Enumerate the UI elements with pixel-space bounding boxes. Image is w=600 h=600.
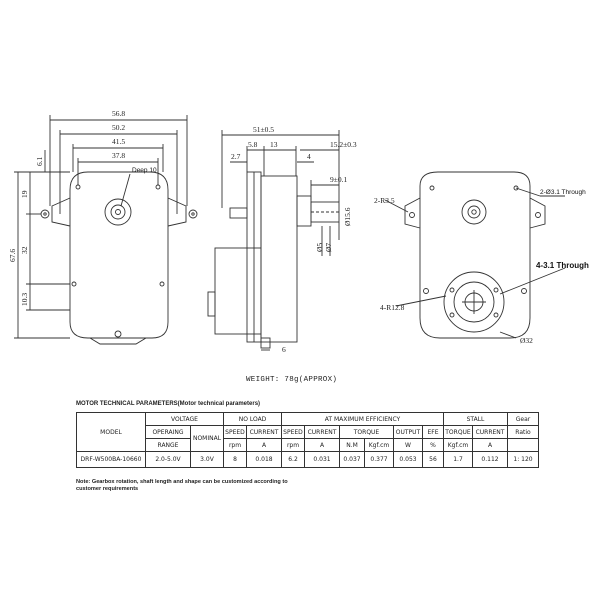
deep-callout: Deep 10 bbox=[132, 167, 157, 174]
weight-label: WEIGHT: 78g(APPROX) bbox=[246, 376, 338, 384]
table-row: DRF-W500BA-10660 2.0-5.0V 3.0V 8 0.018 6… bbox=[76, 451, 539, 468]
dim-d5: Ø5 bbox=[315, 243, 324, 252]
dim-d15-6: Ø15.6 bbox=[343, 207, 352, 226]
st-current-header: CURRENT bbox=[472, 425, 508, 439]
dim-6: 6 bbox=[282, 345, 286, 354]
stall-header: STALL bbox=[443, 412, 508, 426]
note-line-1: Note: Gearbox rotation, shaft length and… bbox=[76, 479, 288, 485]
dim-19: 19 bbox=[20, 190, 29, 198]
dim-15-2: 15.2±0.3 bbox=[330, 140, 357, 149]
dim-32: 32 bbox=[20, 246, 29, 254]
dim-4: 4 bbox=[307, 152, 311, 161]
label-2-d3-1: 2-Ø3.1 Through bbox=[540, 189, 586, 196]
unit-a: A bbox=[472, 438, 508, 452]
cell-st-current: 0.112 bbox=[472, 451, 508, 468]
unit-rpm: rpm bbox=[223, 438, 247, 452]
table-row: MODEL VOLTAGE NO LOAD AT MAXIMUM EFFICIE… bbox=[76, 412, 539, 452]
unit-blank bbox=[507, 438, 539, 452]
me-torque-header: TORQUE bbox=[339, 425, 394, 439]
dim-6-1: 6.1 bbox=[35, 156, 44, 166]
label-4-3-1: 4-3.1 Through bbox=[536, 261, 589, 270]
front-view bbox=[14, 115, 198, 345]
cell-me-current: 0.031 bbox=[304, 451, 340, 468]
back-view bbox=[384, 171, 566, 339]
efe-header: EFE bbox=[422, 425, 444, 439]
unit-kgfcm: Kgf.cm bbox=[443, 438, 473, 452]
nl-current-header: CURRENT bbox=[246, 425, 282, 439]
cell-nl-speed: 8 bbox=[223, 451, 247, 468]
label-4-r12-8: 4-R12.8 bbox=[380, 303, 405, 312]
cell-me-torque-nm: 0.037 bbox=[339, 451, 365, 468]
gear-header: Gear bbox=[507, 412, 539, 426]
table-row: OPERAING NOMINAL SPEED CURRENT SPEED CUR… bbox=[77, 425, 539, 452]
cell-nl-current: 0.018 bbox=[246, 451, 282, 468]
parameters-table: MODEL VOLTAGE NO LOAD AT MAXIMUM EFFICIE… bbox=[76, 412, 539, 468]
label-d32: Ø32 bbox=[520, 336, 533, 345]
dim-37-8: 37.8 bbox=[112, 151, 125, 160]
dim-10-3: 10.3 bbox=[20, 293, 29, 306]
cell-nominal: 3.0V bbox=[190, 451, 224, 468]
unit-w: W bbox=[393, 438, 423, 452]
side-view bbox=[207, 130, 340, 351]
dim-51: 51±0.5 bbox=[253, 125, 274, 134]
table-row: RANGE rpm A rpm A N.M Kgf.cm W % Kgf.cm … bbox=[77, 438, 539, 452]
nl-speed-header: SPEED bbox=[223, 425, 247, 439]
st-torque-header: TORQUE bbox=[443, 425, 473, 439]
voltage-header: VOLTAGE bbox=[145, 412, 224, 426]
params-title: MOTOR TECHNICAL PARAMETERS(Motor technic… bbox=[76, 401, 261, 407]
dim-67-6: 67.6 bbox=[8, 249, 17, 262]
range-header: RANGE bbox=[145, 438, 191, 452]
dim-2-7: 2.7 bbox=[231, 152, 241, 161]
technical-drawing: 56.8 50.2 41.5 37.8 6.1 19 67.6 32 10.3 … bbox=[8, 109, 589, 354]
me-speed-header: SPEED bbox=[281, 425, 305, 439]
cell-efe: 56 bbox=[422, 451, 444, 468]
dim-d7: Ø7 bbox=[324, 243, 333, 252]
unit-nm: N.M bbox=[339, 438, 365, 452]
dim-56-8: 56.8 bbox=[112, 109, 125, 118]
cell-st-torque: 1.7 bbox=[443, 451, 473, 468]
cell-me-speed: 6.2 bbox=[281, 451, 305, 468]
cell-model: DRF-W500BA-10660 bbox=[76, 451, 146, 468]
max-eff-header: AT MAXIMUM EFFICIENCY bbox=[281, 412, 444, 426]
cell-range: 2.0-5.0V bbox=[145, 451, 191, 468]
no-load-header: NO LOAD bbox=[223, 412, 282, 426]
dim-50-2: 50.2 bbox=[112, 123, 125, 132]
unit-a: A bbox=[246, 438, 282, 452]
dim-5-8: 5.8 bbox=[248, 140, 258, 149]
model-header: MODEL bbox=[76, 412, 146, 452]
ratio-header: Ratio bbox=[507, 425, 539, 439]
unit-a: A bbox=[304, 438, 340, 452]
unit-kgfcm: Kgf.cm bbox=[364, 438, 394, 452]
me-output-header: OUTPUT bbox=[393, 425, 423, 439]
operating-header: OPERAING bbox=[145, 425, 191, 439]
cell-ratio: 1: 120 bbox=[507, 451, 539, 468]
dim-41-5: 41.5 bbox=[112, 137, 125, 146]
note-line-2: customer requirements bbox=[76, 486, 139, 492]
me-current-header: CURRENT bbox=[304, 425, 340, 439]
label-2-r3-5: 2-R3.5 bbox=[374, 196, 395, 205]
dim-9: 9±0.1 bbox=[330, 175, 347, 184]
unit-rpm: rpm bbox=[281, 438, 305, 452]
cell-me-torque-kgf: 0.377 bbox=[364, 451, 394, 468]
nominal-header: NOMINAL bbox=[190, 425, 224, 452]
dim-13: 13 bbox=[270, 140, 278, 149]
unit-pct: % bbox=[422, 438, 444, 452]
cell-me-output: 0.053 bbox=[393, 451, 423, 468]
